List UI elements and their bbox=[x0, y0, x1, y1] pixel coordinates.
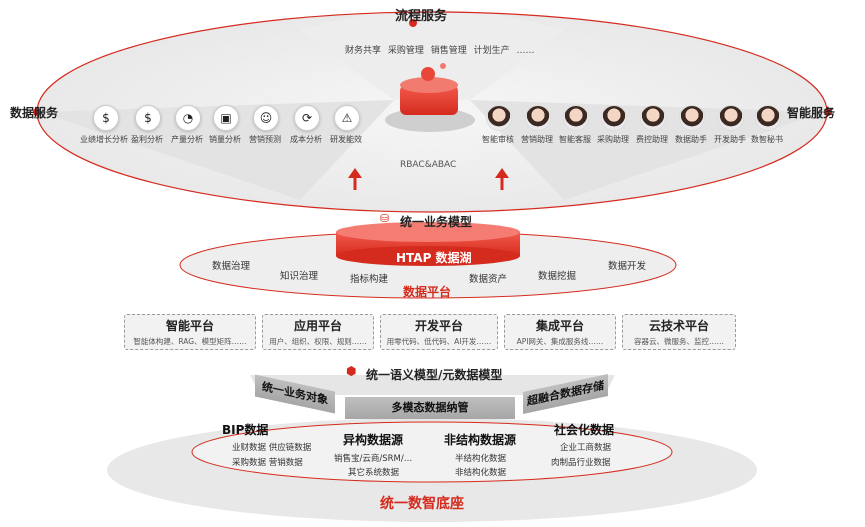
platform-box-integration: 集成平台 API网关、集成服务线…… bbox=[504, 314, 616, 350]
platform-box-dev: 开发平台 用零代码、低代码、AI开发…… bbox=[380, 314, 498, 350]
cube-icon: ⬢ bbox=[346, 364, 357, 378]
ring-item: 数据治理 bbox=[212, 261, 251, 272]
assistant-avatar-icon bbox=[679, 105, 705, 131]
smart-service-label: 数据助手 bbox=[675, 135, 707, 144]
source-line: 业财数据 供应链数据 bbox=[232, 443, 312, 453]
smart-service-label: 采购助理 bbox=[597, 135, 629, 144]
process-services-items: 财务共享 采购管理 销售管理 计划生产 …… bbox=[345, 46, 535, 56]
source-line: 半结构化数据 bbox=[455, 454, 507, 464]
platform-box-ai: 智能平台 智能体构建、RAG、模型矩阵…… bbox=[124, 314, 256, 350]
source-line: 企业工商数据 bbox=[560, 443, 612, 453]
platform-desc: 用户、组织、权限、规则…… bbox=[269, 337, 367, 346]
ring-item: 数据挖掘 bbox=[538, 271, 577, 282]
source-title: 异构数据源 bbox=[343, 433, 404, 447]
source-line: 肉制品行业数据 bbox=[551, 458, 611, 468]
platform-desc: 智能体构建、RAG、模型矩阵…… bbox=[133, 337, 247, 346]
platform-title: 集成平台 bbox=[535, 319, 584, 333]
source-title: 非结构数据源 bbox=[444, 433, 517, 447]
platform-title: 云技术平台 bbox=[648, 319, 709, 333]
platform-title: 智能平台 bbox=[165, 319, 214, 333]
data-service-label: 营销预测 bbox=[249, 135, 281, 144]
platform-desc: 容器云、微服务、监控…… bbox=[634, 337, 724, 346]
smart-service-label: 智能审核 bbox=[482, 135, 514, 144]
band-multimodal: 多模态数据纳管 bbox=[345, 397, 515, 419]
smart-service-label: 开发助手 bbox=[714, 135, 746, 144]
source-title: 社会化数据 bbox=[554, 423, 615, 437]
money-bag-icon: $ bbox=[93, 105, 119, 131]
smart-service-label: 智能客服 bbox=[559, 135, 591, 144]
platform-title: 开发平台 bbox=[414, 319, 463, 333]
presentation-icon: ▣ bbox=[213, 105, 239, 131]
chart-icon: ◔ bbox=[175, 105, 201, 131]
smart-services-title: 智能服务 bbox=[787, 106, 836, 120]
digital-base-title: 统一数智底座 bbox=[380, 496, 464, 512]
assistant-avatar-icon bbox=[755, 105, 781, 131]
ring-item: 指标构建 bbox=[350, 274, 389, 285]
ring-item: 数据开发 bbox=[608, 261, 647, 272]
platform-desc: 用零代码、低代码、AI开发…… bbox=[386, 337, 492, 346]
assistant-avatar-icon bbox=[525, 105, 551, 131]
source-title: BIP数据 bbox=[222, 423, 269, 437]
assistant-avatar-icon bbox=[601, 105, 627, 131]
process-services-title: 流程服务 bbox=[395, 9, 448, 24]
assistant-avatar-icon bbox=[640, 105, 666, 131]
smart-service-label: 费控助理 bbox=[636, 135, 668, 144]
smart-service-label: 营销助理 bbox=[521, 135, 553, 144]
source-line: 非结构化数据 bbox=[455, 468, 507, 478]
data-services-title: 数据服务 bbox=[10, 106, 59, 120]
refresh-icon: ⟳ bbox=[294, 105, 320, 131]
platform-box-cloud: 云技术平台 容器云、微服务、监控…… bbox=[622, 314, 736, 350]
people-icon: ☺ bbox=[253, 105, 279, 131]
source-line: 销售宝/云商/SRM/… bbox=[334, 454, 413, 464]
dollar-icon: $ bbox=[135, 105, 161, 131]
data-platform-title: 数据平台 bbox=[403, 285, 452, 299]
rbac-label: RBAC&ABAC bbox=[400, 160, 457, 170]
ring-item: 知识治理 bbox=[280, 271, 319, 282]
assistant-avatar-icon bbox=[563, 105, 589, 131]
semantic-model-title: 统一语义模型/元数据模型 bbox=[366, 368, 503, 382]
platform-box-app: 应用平台 用户、组织、权限、规则…… bbox=[262, 314, 374, 350]
alarm-icon: ⚠ bbox=[334, 105, 360, 131]
source-line: 其它系统数据 bbox=[348, 468, 400, 478]
assistant-avatar-icon bbox=[718, 105, 744, 131]
source-line: 采购数据 营销数据 bbox=[232, 458, 303, 468]
data-service-label: 研发能效 bbox=[330, 135, 362, 144]
data-service-label: 盈利分析 bbox=[131, 135, 163, 144]
platform-desc: API网关、集成服务线…… bbox=[516, 337, 604, 346]
data-service-label: 产量分析 bbox=[171, 135, 203, 144]
htap-label: HTAP 数据湖 bbox=[396, 251, 472, 265]
ring-item: 数据资产 bbox=[469, 274, 508, 285]
platform-title: 应用平台 bbox=[293, 319, 342, 333]
assistant-avatar-icon bbox=[486, 105, 512, 131]
data-service-label: 成本分析 bbox=[290, 135, 322, 144]
business-model-title: 统一业务模型 bbox=[400, 215, 473, 229]
database-icon: ⛁ bbox=[380, 212, 390, 225]
data-service-label: 销量分析 bbox=[209, 135, 241, 144]
smart-service-label: 数智秘书 bbox=[751, 135, 783, 144]
data-service-label: 业绩增长分析 bbox=[80, 135, 128, 144]
